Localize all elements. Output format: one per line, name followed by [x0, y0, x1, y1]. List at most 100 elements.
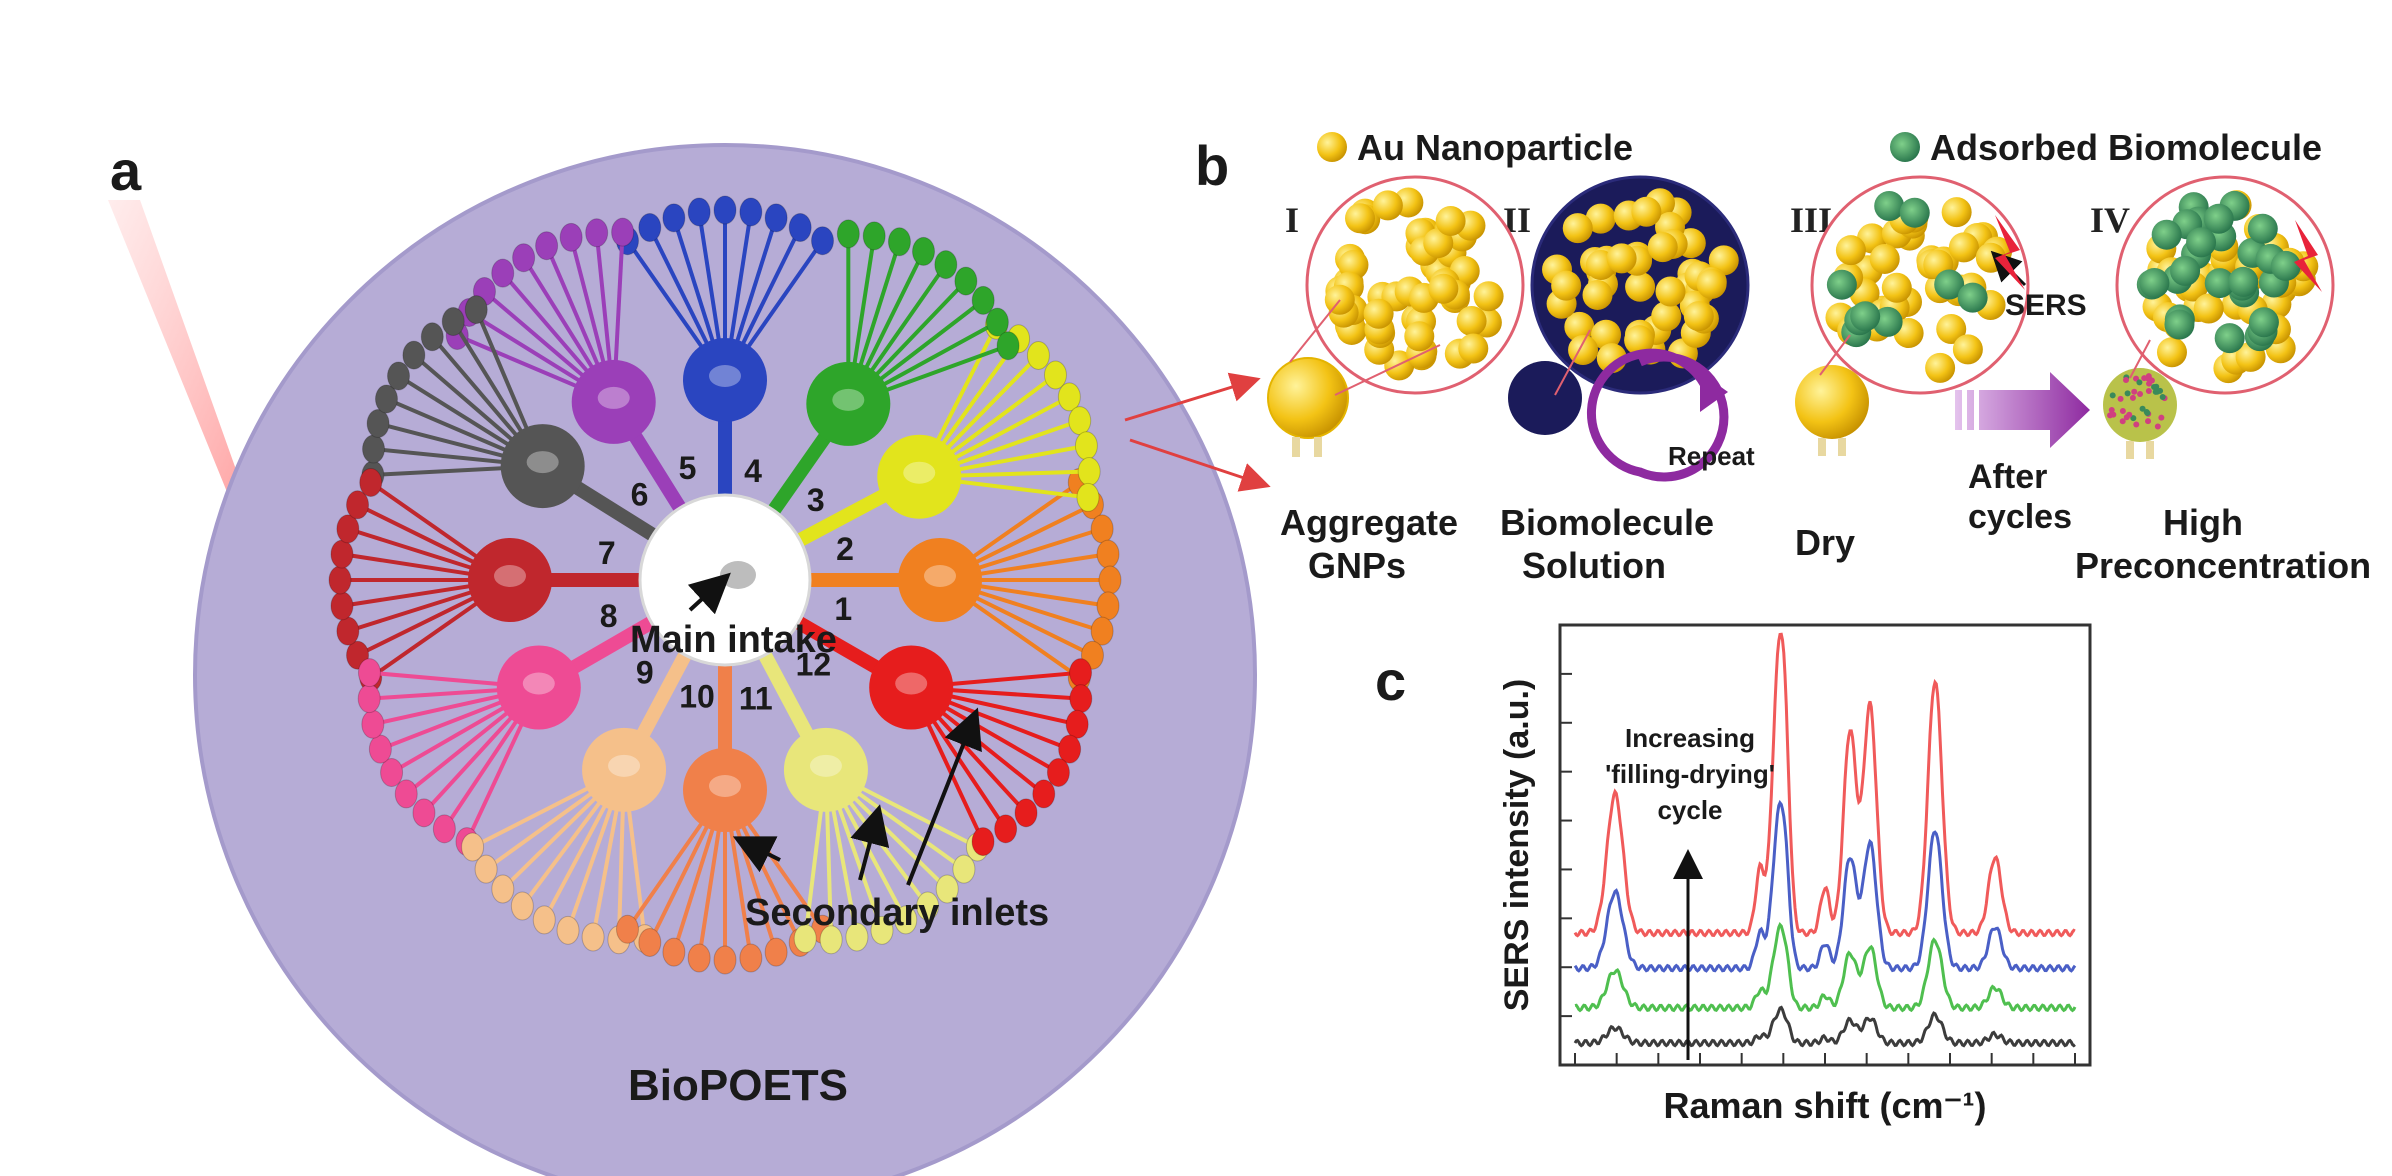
repeat-label: Repeat [1668, 441, 1755, 471]
branch-6-reservoir [464, 295, 488, 325]
branch-6-reservoir [402, 340, 426, 370]
branch-8-inlet [522, 672, 555, 695]
branch-number-12: 12 [796, 646, 832, 682]
branch-8-reservoir [412, 798, 436, 828]
particle [1647, 232, 1678, 263]
sers-lightning-iii [1995, 215, 2025, 290]
zoom-line-ii [1554, 329, 1591, 396]
branch-2-inlet [903, 461, 936, 484]
branch-9-reservoir [556, 915, 580, 945]
main-intake-label: Main intake [630, 619, 837, 661]
step-iv-stem-2 [2146, 441, 2154, 459]
branch-number-9: 9 [636, 654, 654, 690]
legend-nanoparticle-label: Au Nanoparticle [1357, 127, 1633, 168]
branch-number-2: 2 [836, 531, 854, 567]
branch-6-reservoir [441, 307, 465, 337]
well-dot [2136, 379, 2143, 386]
particle [1606, 243, 1637, 274]
branch-5-reservoir [559, 222, 583, 252]
particle [1874, 190, 1905, 221]
branch-5-reservoir [611, 217, 635, 247]
annotation-line1: Increasing [1625, 723, 1755, 753]
particle [2170, 255, 2201, 286]
branch-number-3: 3 [807, 482, 825, 518]
branch-7-reservoir [346, 490, 370, 520]
particle [1872, 306, 1903, 337]
legend-biomolecule-label: Adsorbed Biomolecule [1930, 127, 2322, 168]
arrow-stripe-1 [1950, 390, 1955, 430]
particle [1562, 213, 1593, 244]
well-dot [2145, 388, 2152, 395]
branch-1-reservoir [1096, 539, 1120, 569]
step-i-stem [1292, 437, 1300, 457]
legend-nanoparticle-icon [1317, 132, 1347, 162]
branch-6-inlet [526, 451, 559, 474]
sers-label: SERS [2005, 289, 2087, 322]
particle [2214, 323, 2245, 354]
branch-2-reservoir [1068, 406, 1092, 436]
particle [1925, 352, 1956, 383]
particle [1952, 334, 1983, 365]
well-dot [2154, 423, 2161, 430]
y-axis-label: SERS intensity (a.u.) [1498, 679, 1536, 1012]
particle [2151, 219, 2182, 250]
particle [1324, 284, 1355, 315]
link-arrow-bottom [1129, 438, 1271, 492]
branch-5-reservoir [585, 218, 609, 248]
repeat-arrow-head [1700, 372, 1728, 412]
particle [1435, 205, 1466, 236]
branch-12-reservoir [1046, 758, 1070, 787]
branch-1-reservoir [1096, 591, 1120, 621]
particle [2204, 268, 2235, 299]
branch-5-reservoir [535, 231, 559, 261]
branch-3-inlet [832, 388, 865, 411]
well-dot [2119, 418, 2126, 425]
well-dot [2159, 394, 2166, 401]
spectrum-line-1 [1573, 1005, 2076, 1048]
branch-8-reservoir [380, 758, 404, 787]
branch-2-reservoir [1057, 382, 1081, 412]
branch-11-reservoir [916, 891, 940, 921]
particle [1591, 319, 1622, 350]
particle [1423, 228, 1454, 259]
branch-12-reservoir [1032, 779, 1056, 809]
branch-12-reservoir [994, 814, 1018, 844]
well-dot [2144, 410, 2151, 417]
step-iv-zoom [2115, 175, 2335, 395]
branch-1-reservoir [1090, 616, 1114, 646]
step-i-well [1267, 357, 1349, 439]
zoom-line-i-2 [1334, 344, 1441, 396]
well-dot [2108, 406, 2115, 413]
step-ii-caption-1: Biomolecule [1500, 502, 1714, 543]
branch-4-reservoir [662, 203, 686, 233]
branch-11-reservoir [845, 922, 869, 952]
branch-7-reservoir [359, 467, 383, 497]
branch-3-reservoir [985, 307, 1009, 337]
main-intake-arrow [687, 572, 731, 615]
branch-number-10: 10 [679, 679, 715, 715]
particle [1585, 203, 1616, 234]
branch-4-reservoir [713, 195, 737, 225]
axis-ticks [1560, 672, 2076, 1065]
well-dot [2117, 395, 2124, 402]
branch-3-reservoir [836, 219, 860, 249]
branch-4-reservoir [788, 213, 812, 243]
branch-12 [721, 573, 1093, 857]
branch-8-reservoir [432, 814, 456, 844]
branch-number-5: 5 [679, 450, 697, 486]
well-dot [2131, 388, 2138, 395]
particle [1624, 325, 1655, 356]
step-i-numeral: I [1285, 200, 1299, 240]
secondary-inlet-arrow-10 [732, 836, 781, 873]
branch-9-reservoir [510, 891, 534, 921]
branch-2-reservoir [1043, 360, 1067, 390]
branch-10-reservoir [662, 937, 686, 967]
branch-10-reservoir [615, 914, 639, 944]
secondary-inlet-arrow-11 [850, 804, 890, 881]
step-ii-well [1508, 361, 1582, 435]
branch-2-hub [877, 434, 962, 519]
particle [2247, 213, 2278, 244]
branch-12-reservoir [1065, 709, 1089, 739]
branch-3-reservoir [971, 285, 995, 315]
branch-10-reservoir [764, 937, 788, 967]
